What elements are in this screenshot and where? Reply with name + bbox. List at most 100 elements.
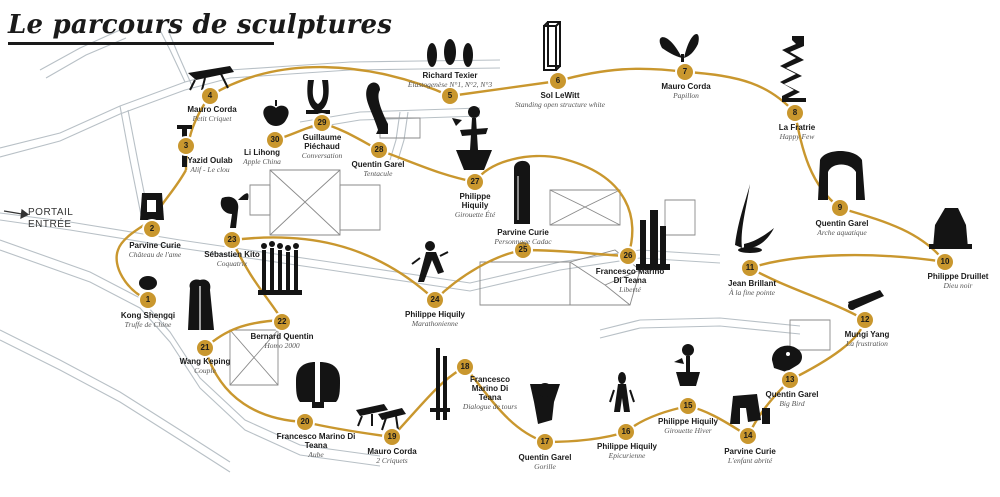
truffle-sculpture-icon xyxy=(139,276,157,290)
stop-marker-3[interactable]: 3 xyxy=(178,138,194,154)
stop-work: Truffe de Chine xyxy=(124,320,172,329)
stop-artist: Bernard Quentin xyxy=(250,332,314,341)
stop-artist: La Fratrie xyxy=(778,123,816,132)
weathervane-sculpture-icon xyxy=(452,106,492,170)
stop-marker-5[interactable]: 5 xyxy=(442,88,458,104)
stop-marker-25[interactable]: 25 xyxy=(515,242,531,258)
stop-artist: Mauro Corda xyxy=(187,105,237,114)
route-16-17 xyxy=(544,430,627,444)
stop-work: Standing open structure white xyxy=(515,100,605,109)
stop-marker-7[interactable]: 7 xyxy=(677,64,693,80)
stop-marker-2[interactable]: 2 xyxy=(144,221,160,237)
stop-marker-11[interactable]: 11 xyxy=(742,260,758,276)
stop-work: Château de l'ame xyxy=(128,250,182,259)
stop-marker-13[interactable]: 13 xyxy=(782,372,798,388)
dark-god-sculpture-icon xyxy=(929,208,972,249)
stop-marker-12[interactable]: 12 xyxy=(857,312,873,328)
stop-artist: Philippe Druillet xyxy=(927,272,989,281)
stop-marker-21[interactable]: 21 xyxy=(197,340,213,356)
cricket-sculpture-icon xyxy=(188,66,234,91)
stop-artist: Parvine Curie xyxy=(724,447,776,456)
stop-artist: Guillaume Piéchaud xyxy=(302,133,342,151)
stop-marker-8[interactable]: 8 xyxy=(787,105,803,121)
stop-artist: Jean Brillant xyxy=(727,279,777,288)
shelter-sculpture-icon xyxy=(730,394,770,424)
cannon-sculpture-icon xyxy=(848,290,884,310)
stop-work: Couple xyxy=(194,366,216,375)
towers-sculpture-icon xyxy=(430,348,450,420)
stop-marker-22[interactable]: 22 xyxy=(274,314,290,330)
stop-marker-29[interactable]: 29 xyxy=(314,115,330,131)
open-structure-sculpture-icon xyxy=(543,21,561,71)
roads xyxy=(0,29,801,473)
stop-artist: Francesco Marino Di Teana xyxy=(595,267,665,285)
stop-work: Dialogue de tours xyxy=(462,402,518,411)
stop-marker-14[interactable]: 14 xyxy=(740,428,756,444)
route-9-10 xyxy=(839,206,946,263)
entrance-arrow xyxy=(3,208,30,220)
route-26-27 xyxy=(474,154,634,257)
figure-sculpture-icon xyxy=(609,372,635,412)
stop-artist: Richard Texier xyxy=(422,71,478,80)
stop-work: Dieu noir xyxy=(943,281,973,290)
rooster-sculpture-icon xyxy=(220,193,249,228)
stop-marker-23[interactable]: 23 xyxy=(224,232,240,248)
stop-work: Conversation xyxy=(301,151,343,160)
route-20-21 xyxy=(203,347,306,424)
stop-marker-24[interactable]: 24 xyxy=(427,292,443,308)
route-24-25 xyxy=(434,248,524,301)
stop-marker-15[interactable]: 15 xyxy=(680,398,696,414)
stop-artist: Philippe Hiquily xyxy=(657,417,719,426)
stop-marker-9[interactable]: 9 xyxy=(832,200,848,216)
stop-marker-19[interactable]: 19 xyxy=(384,429,400,445)
stop-artist: Mauro Corda xyxy=(367,447,417,456)
stop-artist: Francesco Marino Di Teana xyxy=(469,375,511,402)
stop-artist: Kong Shengqi xyxy=(120,311,176,320)
stop-work: Marathonienne xyxy=(411,319,459,328)
stop-marker-10[interactable]: 10 xyxy=(937,254,953,270)
route-5-6 xyxy=(449,79,559,98)
stop-marker-26[interactable]: 26 xyxy=(620,248,636,264)
stop-marker-16[interactable]: 16 xyxy=(618,424,634,440)
stop-marker-27[interactable]: 27 xyxy=(467,174,483,190)
stop-marker-17[interactable]: 17 xyxy=(537,434,553,450)
sculptures xyxy=(139,21,972,431)
entrance-line-2: ENTRÉE xyxy=(28,219,72,230)
stop-artist: Quentin Garel xyxy=(765,390,819,399)
butterfly-sculpture-icon xyxy=(659,33,699,62)
stop-marker-6[interactable]: 6 xyxy=(550,73,566,89)
stop-marker-28[interactable]: 28 xyxy=(371,142,387,158)
stop-marker-20[interactable]: 20 xyxy=(297,414,313,430)
title-underline xyxy=(8,42,274,45)
entrance-label: PORTAIL ENTRÉE xyxy=(28,207,73,231)
route-11-12 xyxy=(749,266,866,322)
conversation-sculpture-icon xyxy=(306,80,330,114)
stop-marker-18[interactable]: 18 xyxy=(457,359,473,375)
stop-artist: Philippe Hiquily xyxy=(459,192,491,210)
route-22-23 xyxy=(230,239,284,321)
stop-marker-4[interactable]: 4 xyxy=(202,88,218,104)
stop-marker-1[interactable]: 1 xyxy=(140,292,156,308)
route-17-18 xyxy=(464,366,546,444)
weathervane-sculpture-icon xyxy=(674,344,700,386)
stop-marker-30[interactable]: 30 xyxy=(267,132,283,148)
